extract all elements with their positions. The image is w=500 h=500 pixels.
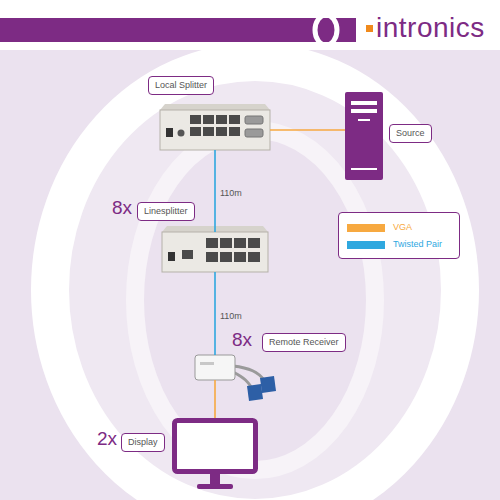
legend-row: VGA <box>339 219 459 236</box>
legend-row: Twisted Pair <box>339 236 459 253</box>
text-wrap: Remote Receiver <box>262 331 346 352</box>
cable-length: 110m <box>220 188 242 199</box>
receiver-dongle <box>195 355 276 401</box>
text-wrap: intronics <box>376 12 485 44</box>
text-wrap: 8x <box>112 197 132 219</box>
linesplitter-node: 8xLinesplitter <box>162 232 268 272</box>
splitter-node: Local Splitter <box>160 110 270 150</box>
text-wrap: Local Splitter <box>148 74 214 95</box>
receiver-node: 8xRemote Receiver <box>195 355 235 380</box>
header-ring <box>315 15 337 45</box>
linesplitter-device <box>162 226 268 272</box>
logo-ring-watermark <box>50 62 460 500</box>
text-wrap: 8x <box>232 329 252 351</box>
text-wrap: Source <box>389 122 432 143</box>
cable-line <box>214 150 216 232</box>
display-monitor <box>175 421 256 490</box>
cable-line <box>214 272 216 355</box>
cable-line <box>214 380 216 418</box>
quantity-label: 8x <box>112 197 132 219</box>
callout-label: Remote Receiver <box>262 333 346 352</box>
legend-label: VGA <box>393 222 412 233</box>
header-bar <box>0 18 356 42</box>
callout-label: Display <box>121 433 165 452</box>
callout-label: Linesplitter <box>137 202 195 221</box>
legend-swatch <box>347 224 385 232</box>
brand-logo: intronics <box>376 12 485 44</box>
legend-box: VGA Twisted Pair <box>338 212 460 259</box>
source-node: Source <box>345 90 385 180</box>
pc-tower <box>345 92 383 180</box>
text-wrap: 2x <box>97 428 117 450</box>
quantity-label: 2x <box>97 428 117 450</box>
cable-line <box>270 129 345 131</box>
legend-swatch <box>347 241 385 249</box>
legend-label: Twisted Pair <box>393 239 442 250</box>
logo-square <box>366 25 373 32</box>
quantity-label: 8x <box>232 329 252 351</box>
callout-label: Source <box>389 124 432 143</box>
callout-label: Local Splitter <box>148 76 214 95</box>
text-wrap: Linesplitter <box>137 200 195 221</box>
text-wrap: 110m <box>220 182 242 200</box>
splitter-device <box>160 104 270 150</box>
header-band <box>0 0 500 50</box>
text-wrap: 110m <box>220 305 242 323</box>
cable-length: 110m <box>220 311 242 322</box>
display-node: 2xDisplay <box>172 418 258 490</box>
text-wrap: Display <box>121 431 165 452</box>
